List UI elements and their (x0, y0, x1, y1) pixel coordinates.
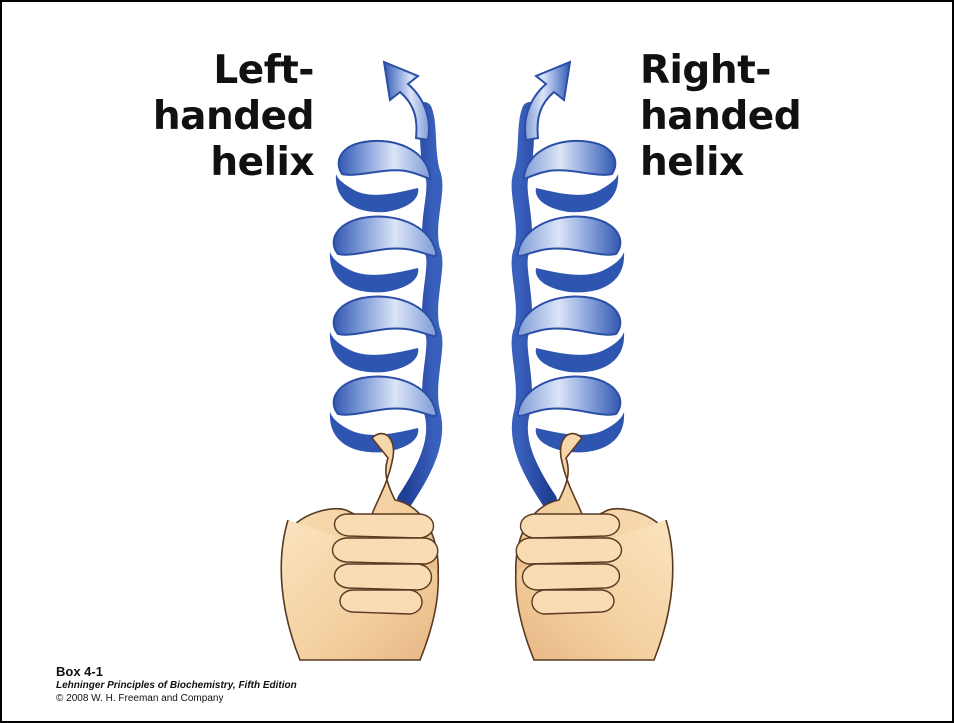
figure-caption: Box 4-1 Lehninger Principles of Biochemi… (56, 664, 297, 705)
right-hand (516, 434, 673, 660)
left-handed-helix-hand-icon (281, 62, 438, 660)
right-handed-helix-hand-icon (516, 62, 673, 660)
caption-copyright: © 2008 W. H. Freeman and Company (56, 692, 297, 705)
caption-box-number: Box 4-1 (56, 664, 297, 679)
caption-book-title: Lehninger Principles of Biochemistry, Fi… (56, 679, 297, 692)
left-hand (281, 434, 438, 660)
